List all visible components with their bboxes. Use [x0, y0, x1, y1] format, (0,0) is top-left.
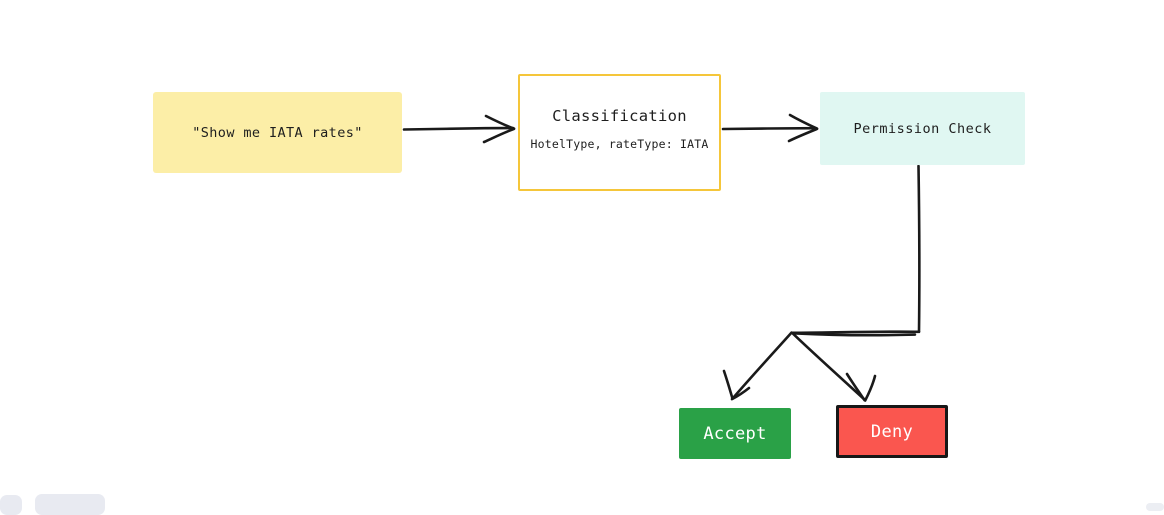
edge-permission-trunk: [791, 164, 921, 337]
edge-to-accept: [722, 331, 793, 401]
node-deny-label: Deny: [870, 421, 914, 442]
node-deny[interactable]: Deny: [836, 405, 948, 458]
node-request-label: "Show me IATA rates": [192, 124, 363, 141]
edge-to-deny: [791, 331, 877, 402]
toolbar-pill-left[interactable]: [0, 495, 22, 515]
toolbar-pill-right[interactable]: [35, 494, 105, 515]
node-request[interactable]: "Show me IATA rates": [153, 92, 402, 173]
node-classification-title: Classification: [552, 107, 687, 125]
node-classification-subtitle: HotelType, rateType: IATA: [530, 137, 709, 151]
edge-classification-to-permission: [721, 113, 819, 143]
edge-request-to-classification: [402, 114, 516, 144]
toolbar-pill-far-right[interactable]: [1146, 503, 1164, 511]
node-accept[interactable]: Accept: [679, 408, 791, 459]
node-permission-check[interactable]: Permission Check: [820, 92, 1025, 165]
node-permission-check-label: Permission Check: [853, 120, 992, 137]
node-accept-label: Accept: [703, 423, 767, 444]
node-classification[interactable]: Classification HotelType, rateType: IATA: [518, 74, 721, 191]
